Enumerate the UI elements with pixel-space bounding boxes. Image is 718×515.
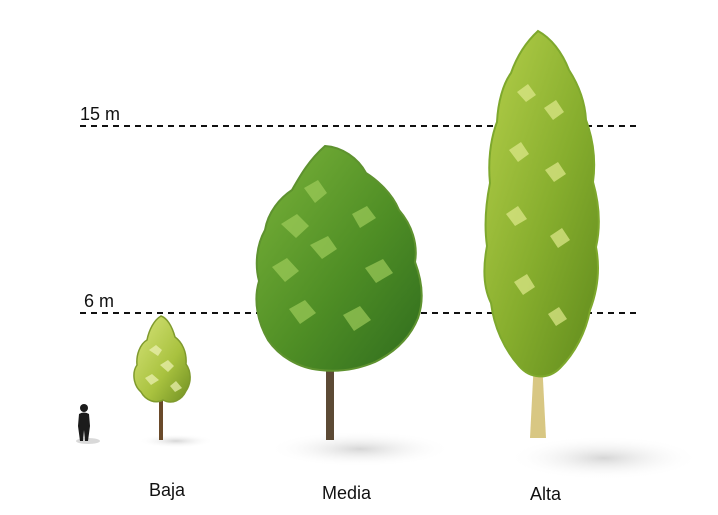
tree-alta-shadow bbox=[508, 436, 700, 480]
tree-baja-label: Baja bbox=[149, 480, 186, 500]
height-label-15m: 15 m bbox=[80, 104, 120, 124]
tree-baja-canopy bbox=[134, 316, 190, 402]
person-body bbox=[78, 413, 90, 442]
tree-baja: Baja bbox=[134, 316, 214, 500]
tree-alta-canopy bbox=[484, 31, 598, 376]
tree-alta-label: Alta bbox=[530, 484, 562, 504]
person-head bbox=[80, 404, 88, 412]
tree-baja-shadow bbox=[138, 434, 214, 448]
person-scale-icon bbox=[76, 404, 100, 444]
tree-media-label: Media bbox=[322, 483, 372, 503]
tree-media: Media bbox=[256, 146, 452, 503]
height-label-6m: 6 m bbox=[84, 291, 114, 311]
tree-media-shadow bbox=[268, 431, 452, 467]
tree-media-canopy bbox=[256, 146, 421, 371]
tree-alta: Alta bbox=[484, 31, 700, 504]
